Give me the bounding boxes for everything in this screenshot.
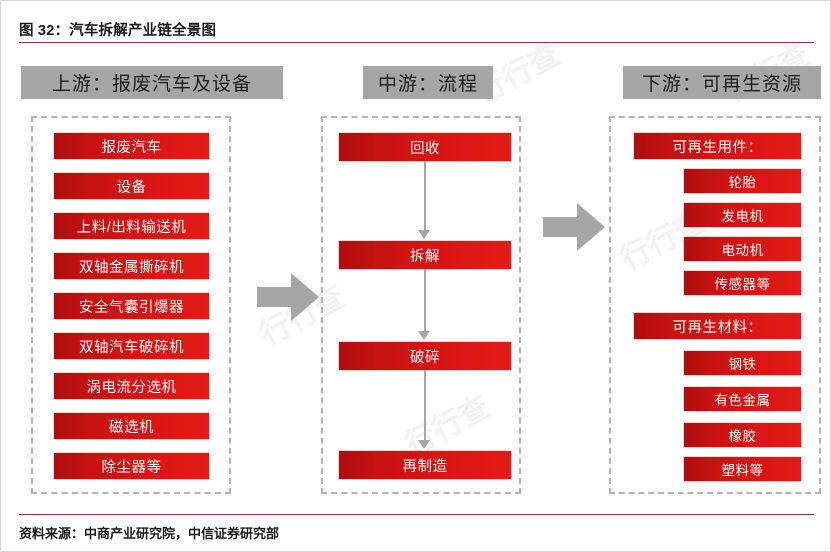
downstream-group-1-item-2: 发电机 — [684, 203, 801, 227]
section-header-upstream: 上游：报废汽车及设备 — [21, 66, 283, 99]
footer-divider — [19, 514, 814, 515]
upstream-container — [31, 116, 231, 494]
downstream-group-2-item-2: 有色金属 — [684, 387, 801, 411]
midstream-item-4: 再制造 — [339, 451, 511, 479]
downstream-container — [609, 116, 821, 494]
downstream-group-1-item-3: 电动机 — [684, 237, 801, 261]
arrow-upstream-to-midstream — [257, 273, 319, 321]
arrow-midstream-to-downstream — [543, 203, 605, 251]
upstream-item-2: 设备 — [54, 173, 209, 199]
downstream-group-2-item-3: 橡胶 — [684, 423, 801, 447]
flow-arrow-1-line — [424, 161, 426, 231]
upstream-item-9: 除尘器等 — [54, 453, 209, 479]
figure-source: 资料来源：中商产业研究院，中信证券研究部 — [19, 526, 280, 541]
section-header-midstream: 中游：流程 — [363, 66, 493, 99]
midstream-item-2: 拆解 — [339, 241, 511, 269]
flow-arrow-1-head — [418, 230, 430, 239]
midstream-item-3: 破碎 — [339, 342, 511, 370]
upstream-item-6: 双轴汽车破碎机 — [54, 333, 209, 359]
midstream-container — [321, 116, 521, 494]
flow-arrow-2-line — [424, 269, 426, 332]
flow-arrow-3-line — [424, 370, 426, 441]
upstream-item-8: 磁选机 — [54, 413, 209, 439]
downstream-group-1-header: 可再生用件： — [634, 133, 801, 159]
flow-arrow-3-head — [418, 440, 430, 449]
upstream-item-7: 涡电流分选机 — [54, 373, 209, 399]
downstream-group-1-item-4: 传感器等 — [684, 271, 801, 295]
downstream-group-2-item-1: 钢铁 — [684, 351, 801, 375]
upstream-item-5: 安全气囊引爆器 — [54, 293, 209, 319]
downstream-group-2-header: 可再生材料： — [634, 313, 801, 339]
figure-title: 图 32：汽车拆解产业链全景图 — [19, 23, 217, 39]
downstream-group-2-item-4: 塑料等 — [684, 457, 801, 481]
title-divider — [19, 42, 814, 43]
flow-arrow-2-head — [418, 331, 430, 340]
downstream-group-1-item-1: 轮胎 — [684, 169, 801, 193]
upstream-item-1: 报废汽车 — [54, 133, 209, 159]
upstream-item-3: 上料/出料输送机 — [54, 213, 209, 239]
midstream-item-1: 回收 — [339, 133, 511, 161]
upstream-item-4: 双轴金属撕碎机 — [54, 253, 209, 279]
section-header-downstream: 下游：可再生资源 — [623, 66, 821, 99]
